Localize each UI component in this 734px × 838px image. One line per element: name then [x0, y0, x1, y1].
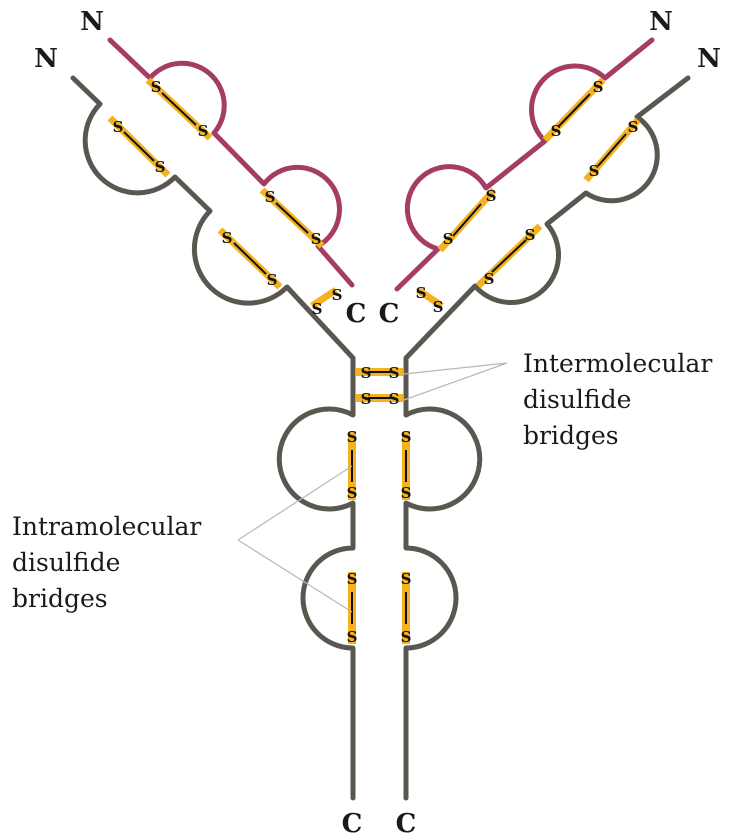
- sulfur-label: S: [198, 122, 209, 140]
- bridge-link: [598, 134, 626, 166]
- leader-line: [238, 466, 352, 540]
- sulfur-label: S: [332, 286, 343, 304]
- sulfur-label: S: [389, 390, 400, 408]
- n-terminus-right-heavy: N: [697, 44, 721, 74]
- intermolecular-label-line-3: bridges: [523, 421, 619, 450]
- intramolecular-label-line-3: bridges: [12, 584, 108, 613]
- light-chain-left-path: [110, 40, 352, 285]
- sulfur-label: S: [551, 122, 562, 140]
- c-terminus-right-heavy: C: [396, 809, 417, 838]
- sulfur-label: S: [401, 484, 412, 502]
- light-chain-left: [110, 40, 352, 285]
- sulfur-label: S: [443, 230, 454, 248]
- sulfur-label: S: [347, 484, 358, 502]
- sulfur-label: S: [484, 270, 495, 288]
- c-terminus-right-light: C: [379, 299, 400, 329]
- bridge-link: [453, 204, 481, 236]
- sulfur-label: S: [267, 271, 278, 289]
- sulfur-label: S: [113, 118, 124, 136]
- light-chain-right-path: [397, 40, 652, 289]
- sulfur-label: S: [312, 300, 323, 318]
- sulfur-label: S: [525, 226, 536, 244]
- sulfur-label: S: [311, 230, 322, 248]
- intramolecular-label: Intramolecular disulfide bridges: [12, 512, 201, 613]
- n-terminus-left-heavy: N: [34, 44, 58, 74]
- intermolecular-label-line-2: disulfide: [523, 385, 631, 414]
- n-terminus-left-light: N: [80, 7, 104, 37]
- intramolecular-label-line-2: disulfide: [12, 548, 120, 577]
- sulfur-label: S: [347, 570, 358, 588]
- bridge-link: [124, 132, 154, 161]
- c-terminus-left-heavy: C: [342, 809, 363, 838]
- sulfur-label: S: [628, 118, 639, 136]
- intermolecular-label-line-1: Intermolecular: [523, 349, 712, 378]
- sulfur-label: S: [486, 187, 497, 205]
- sulfur-label: S: [347, 428, 358, 446]
- sulfur-label: S: [416, 284, 427, 302]
- bridge-link: [162, 93, 196, 125]
- sulfur-label: S: [151, 78, 162, 96]
- sulfur-label: S: [155, 158, 166, 176]
- bridge-link: [492, 240, 526, 272]
- sulfur-label: S: [222, 229, 233, 247]
- n-terminus-right-light: N: [649, 7, 673, 37]
- sulfur-label: S: [433, 298, 444, 316]
- bridge-link: [276, 203, 308, 233]
- sulfur-label: S: [265, 188, 276, 206]
- light-chain-right: [397, 40, 652, 289]
- heavy-chain-left: [73, 78, 353, 798]
- intermolecular-label: Intermolecular disulfide bridges: [523, 349, 712, 450]
- sulfur-label: S: [347, 628, 358, 646]
- sulfur-label: S: [593, 78, 604, 96]
- sulfur-label: S: [589, 162, 600, 180]
- sulfur-label: S: [401, 570, 412, 588]
- bridge-link: [558, 94, 590, 127]
- sulfur-label: S: [401, 628, 412, 646]
- sulfur-label: S: [389, 364, 400, 382]
- c-terminus-left-light: C: [346, 299, 367, 329]
- sulfur-label: S: [361, 364, 372, 382]
- sulfur-label: S: [401, 428, 412, 446]
- sulfur-label: S: [361, 390, 372, 408]
- intramolecular-label-line-1: Intramolecular: [12, 512, 201, 541]
- heavy-chain-left-path: [73, 78, 353, 798]
- bridge-link: [234, 243, 266, 274]
